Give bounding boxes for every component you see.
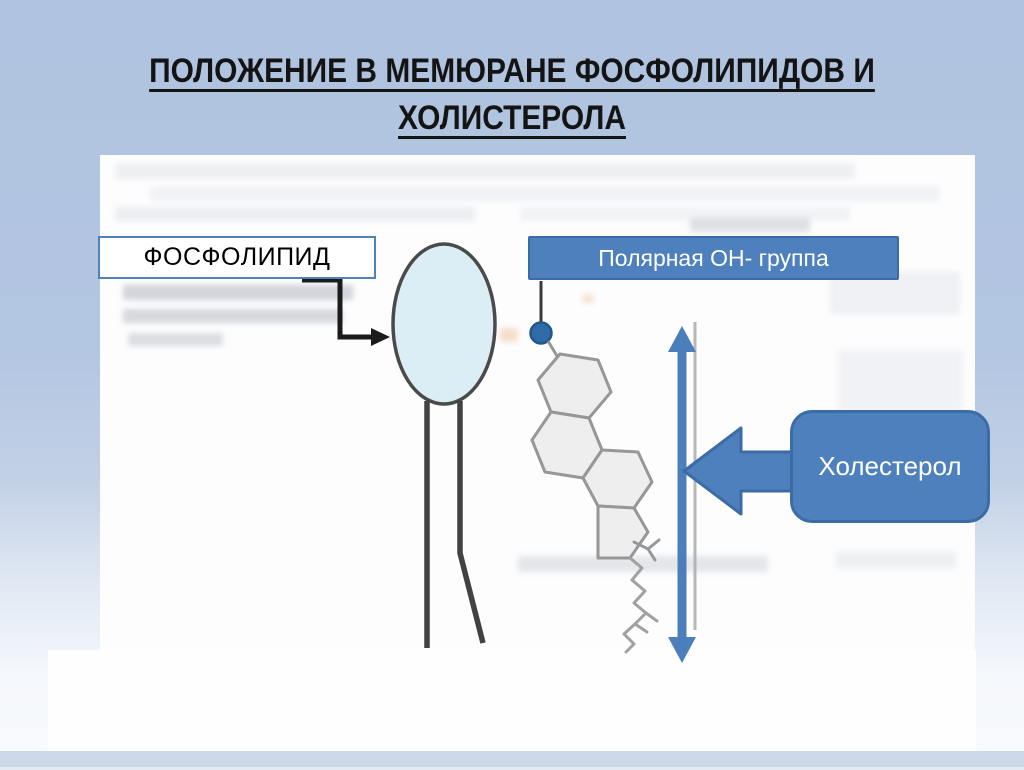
phospholipid-label-box: ФОСФОЛИПИД: [98, 236, 376, 279]
bleed-through-smudge: [150, 186, 940, 201]
slide-title: ПОЛОЖЕНИЕ В МЕМЮРАНЕ ФОСФОЛИПИДОВ И ХОЛИ…: [61, 48, 962, 142]
bleed-through-smudge: [520, 207, 850, 221]
bleed-through-smudge: [115, 207, 475, 221]
bleed-through-smudge: [128, 333, 223, 346]
cholesterol-label: Холестерол: [818, 451, 962, 481]
bottom-white-band: [48, 650, 976, 751]
polar-oh-label: Полярная ОН- группа: [598, 244, 829, 271]
cholesterol-label-box: Холестерол: [790, 410, 990, 523]
bleed-through-smudge: [518, 556, 768, 572]
bleed-through-smudge: [836, 552, 956, 568]
bleed-through-smudge: [582, 294, 594, 303]
phospholipid-label: ФОСФОЛИПИД: [143, 243, 331, 271]
bleed-through-smudge: [838, 350, 963, 412]
slide-title-line1: ПОЛОЖЕНИЕ В МЕМЮРАНЕ ФОСФОЛИПИДОВ И: [149, 52, 875, 90]
slide-title-line2: ХОЛИСТЕРОЛА: [397, 99, 627, 137]
bleed-through-smudge: [500, 328, 518, 342]
bottom-edge-strip: [0, 751, 1024, 770]
bleed-through-smudge: [690, 218, 810, 232]
polar-oh-label-box: Полярная ОН- группа: [528, 236, 899, 280]
bleed-through-smudge: [115, 163, 855, 179]
bleed-through-smudge: [123, 309, 343, 323]
bleed-through-smudge: [123, 285, 353, 300]
